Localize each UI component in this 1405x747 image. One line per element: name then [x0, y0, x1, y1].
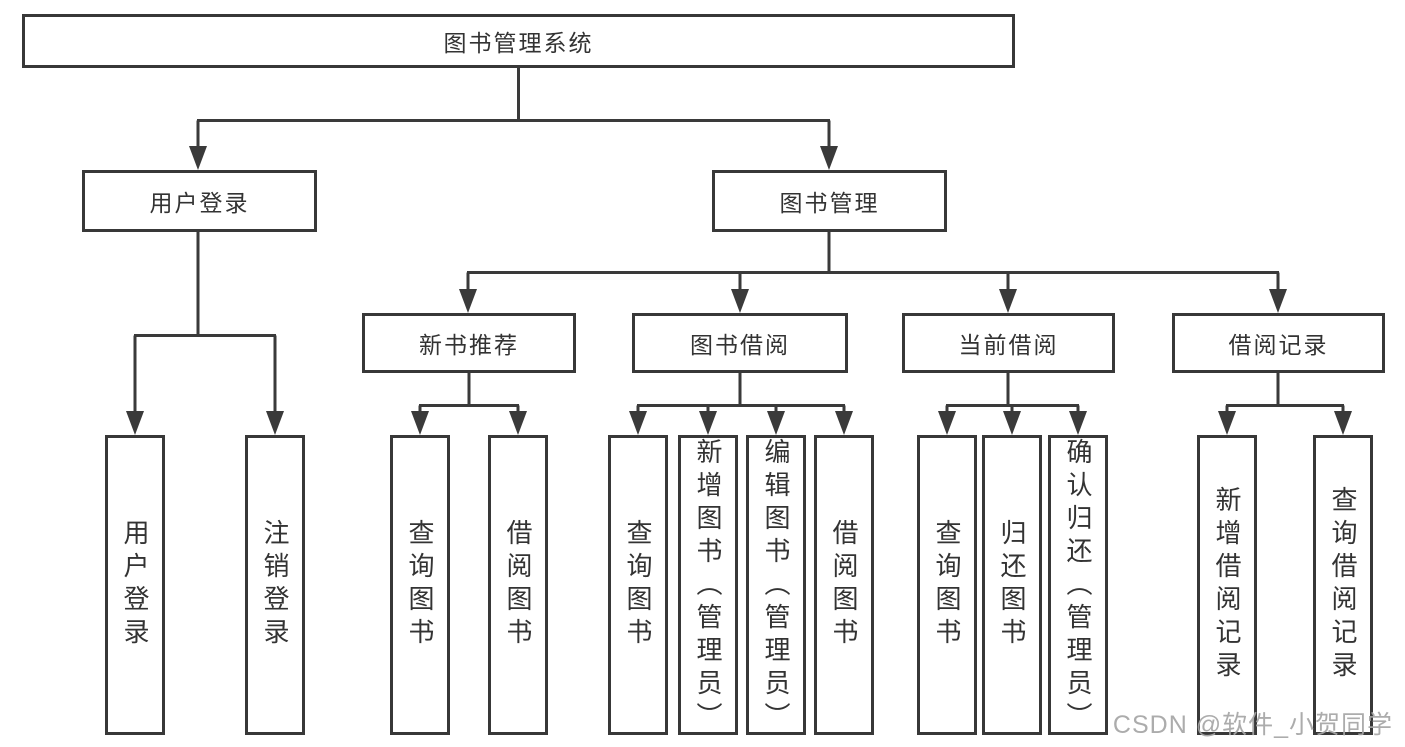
leaf-borrow-add-admin: 新增图书（管理员） — [678, 435, 738, 735]
node-root-label: 图书管理系统 — [443, 30, 594, 56]
arrowheads-borrowrecord-leaves — [1218, 411, 1352, 435]
edge-bookmgmt-to-level3 — [466, 232, 1280, 291]
leaf-newbook-query: 查询图书 — [390, 435, 450, 735]
arrowheads-userlogin-leaves — [126, 411, 284, 435]
node-user-login-label: 用户登录 — [149, 190, 250, 216]
leaf-borrow-query-label: 查询图书 — [623, 519, 653, 651]
edge-currentborrow-to-leaves — [945, 373, 1080, 413]
leaf-borrow-borrow: 借阅图书 — [814, 435, 874, 735]
leaf-current-return: 归还图书 — [982, 435, 1042, 735]
node-borrow-record: 借阅记录 — [1172, 313, 1385, 373]
arrowheads-newbook-leaves — [411, 411, 527, 435]
leaf-newbook-query-label: 查询图书 — [405, 519, 435, 651]
node-root: 图书管理系统 — [22, 14, 1015, 68]
node-current-borrow-label: 当前借阅 — [958, 332, 1059, 358]
leaf-current-return-label: 归还图书 — [997, 519, 1027, 651]
node-book-borrow-label: 图书借阅 — [690, 332, 790, 358]
leaf-record-query: 查询借阅记录 — [1313, 435, 1373, 735]
leaf-logout-label: 注销登录 — [260, 519, 290, 651]
node-current-borrow: 当前借阅 — [902, 313, 1115, 373]
leaf-user-login: 用户登录 — [105, 435, 165, 735]
leaf-logout: 注销登录 — [245, 435, 305, 735]
edge-userlogin-to-leaves — [133, 232, 277, 413]
leaf-borrow-edit-admin-label: 编辑图书（管理员） — [761, 438, 791, 735]
arrowheads-level3 — [459, 289, 1287, 313]
leaf-record-add: 新增借阅记录 — [1197, 435, 1257, 735]
leaf-borrow-query: 查询图书 — [608, 435, 668, 735]
leaf-borrow-add-admin-label: 新增图书（管理员） — [693, 438, 723, 735]
leaf-current-query: 查询图书 — [917, 435, 977, 735]
edge-newbook-to-leaves — [418, 373, 520, 413]
leaf-current-query-label: 查询图书 — [932, 519, 962, 651]
leaf-current-confirm-admin-label: 确认归还（管理员） — [1063, 438, 1093, 735]
node-book-management-label: 图书管理 — [779, 190, 880, 216]
node-borrow-record-label: 借阅记录 — [1228, 332, 1329, 358]
edge-borrowrecord-to-leaves — [1225, 373, 1345, 413]
csdn-watermark: CSDN @软件_小贺同学 — [1112, 711, 1393, 739]
leaf-user-login-label: 用户登录 — [120, 519, 150, 651]
arrowheads-bookborrow-leaves — [629, 411, 853, 435]
edge-root-to-level2 — [196, 68, 831, 148]
leaf-borrow-edit-admin: 编辑图书（管理员） — [746, 435, 806, 735]
leaf-borrow-borrow-label: 借阅图书 — [829, 519, 859, 651]
leaf-record-query-label: 查询借阅记录 — [1328, 486, 1358, 684]
node-user-login: 用户登录 — [82, 170, 317, 232]
leaf-record-add-label: 新增借阅记录 — [1212, 486, 1242, 684]
arrowheads-currentborrow-leaves — [938, 411, 1087, 435]
leaf-newbook-borrow-label: 借阅图书 — [503, 519, 533, 651]
leaf-newbook-borrow: 借阅图书 — [488, 435, 548, 735]
arrowheads-level2 — [189, 146, 838, 170]
node-new-book-recommend: 新书推荐 — [362, 313, 576, 373]
node-book-management: 图书管理 — [712, 170, 947, 232]
edge-bookborrow-to-leaves — [636, 373, 846, 413]
node-new-book-recommend-label: 新书推荐 — [419, 332, 519, 358]
leaf-current-confirm-admin: 确认归还（管理员） — [1048, 435, 1108, 735]
node-book-borrow: 图书借阅 — [632, 313, 848, 373]
